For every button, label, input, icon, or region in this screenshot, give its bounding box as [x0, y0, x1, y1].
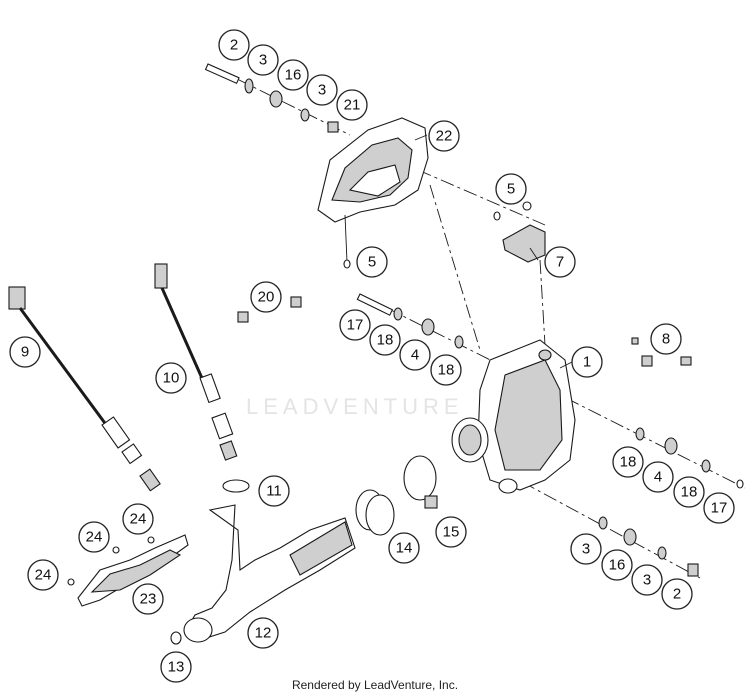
callout-label: 17: [711, 500, 728, 517]
oxygen-sensor-10: [154, 263, 238, 461]
callout-label: 13: [168, 659, 185, 676]
callout-part-7[interactable]: 7: [544, 246, 576, 278]
render-credit: Rendered by LeadVenture, Inc.: [291, 678, 459, 692]
clips-8: [631, 337, 692, 367]
callout-label: 2: [673, 586, 681, 603]
callout-part-4-right[interactable]: 4: [642, 461, 674, 493]
callout-label: 3: [643, 572, 651, 589]
callout-part-16-top[interactable]: 16: [277, 59, 309, 91]
callout-part-10[interactable]: 10: [155, 362, 187, 394]
callout-label: 7: [556, 254, 564, 271]
callout-label: 18: [681, 484, 698, 501]
callout-label: 10: [163, 370, 180, 387]
callout-label: 3: [582, 541, 590, 558]
callout-part-3-lower-a[interactable]: 3: [570, 533, 602, 565]
callout-label: 3: [318, 82, 326, 99]
top-bolt-stack: [204, 63, 339, 133]
clamp-15: [403, 455, 438, 509]
callout-label: 9: [21, 344, 29, 361]
callout-label: 11: [266, 483, 282, 500]
callout-label: 21: [344, 97, 361, 114]
callouts: 2 3 16 3 21 22 5 5 7 20 17 18 4 18 1 8 9…: [9, 29, 735, 683]
callout-part-3-top-b[interactable]: 3: [306, 74, 338, 106]
callout-label: 8: [662, 331, 670, 348]
callout-part-11[interactable]: 11: [258, 475, 290, 507]
callout-part-24-left[interactable]: 24: [27, 559, 59, 591]
callout-label: 17: [347, 317, 364, 334]
callout-label: 14: [396, 540, 413, 557]
callout-part-2-lower[interactable]: 2: [661, 578, 693, 610]
callout-label: 4: [411, 347, 419, 364]
callout-label: 16: [285, 67, 302, 84]
callout-part-20[interactable]: 20: [250, 281, 282, 313]
callout-part-5-bracket[interactable]: 5: [495, 173, 527, 205]
callout-label: 23: [140, 591, 157, 608]
callout-label: 18: [377, 332, 394, 349]
sleeve-14: [355, 489, 395, 536]
callout-part-1[interactable]: 1: [571, 346, 603, 378]
middle-bolt-stack: [356, 293, 464, 349]
callout-part-9[interactable]: 9: [9, 336, 41, 368]
bracket-7: [493, 201, 546, 263]
callout-label: 18: [438, 362, 455, 379]
callout-part-3-top-a[interactable]: 3: [247, 44, 279, 76]
heat-guard-23: [67, 534, 189, 607]
callout-part-2-top[interactable]: 2: [218, 29, 250, 61]
callout-label: 24: [86, 529, 103, 546]
callout-part-16-lower[interactable]: 16: [601, 549, 633, 581]
right-bolt-stack: [635, 427, 744, 489]
callout-part-15[interactable]: 15: [435, 516, 467, 548]
header-pipe-12: [170, 479, 356, 645]
callout-label: 16: [609, 557, 626, 574]
callout-label: 24: [130, 511, 147, 528]
lower-bolt-stack: [598, 516, 699, 577]
callout-label: 3: [259, 52, 267, 69]
callout-part-12[interactable]: 12: [247, 617, 279, 649]
callout-label: 20: [258, 289, 275, 306]
callout-part-13[interactable]: 13: [160, 651, 192, 683]
callout-label: 4: [654, 469, 662, 486]
callout-part-18-right-a[interactable]: 18: [612, 446, 644, 478]
callout-part-4-middle[interactable]: 4: [399, 339, 431, 371]
heat-shield-22: [317, 117, 429, 269]
callout-part-14[interactable]: 14: [388, 532, 420, 564]
callout-part-23[interactable]: 23: [132, 583, 164, 615]
callout-part-17-right[interactable]: 17: [703, 492, 735, 524]
oxygen-sensor-9: [8, 286, 161, 492]
callout-part-5-shield[interactable]: 5: [356, 246, 388, 278]
callout-label: 5: [507, 181, 515, 198]
callout-part-17-middle[interactable]: 17: [339, 309, 371, 341]
callout-leaders: [414, 134, 573, 369]
callout-part-18-right-b[interactable]: 18: [673, 476, 705, 508]
callout-label: 2: [230, 37, 238, 54]
callout-part-22[interactable]: 22: [428, 120, 460, 152]
callout-label: 18: [620, 454, 637, 471]
callout-label: 12: [255, 625, 272, 642]
assembly-lines: [214, 67, 746, 579]
callout-label: 5: [368, 254, 376, 271]
silencer-1: [451, 339, 576, 494]
callout-part-24-top[interactable]: 24: [122, 503, 154, 535]
clips-20: [237, 296, 302, 323]
watermark-logo: LEADVENTURE: [246, 394, 464, 419]
callout-part-8[interactable]: 8: [650, 323, 682, 355]
callout-part-24-middle[interactable]: 24: [78, 521, 110, 553]
callout-part-21[interactable]: 21: [336, 89, 368, 121]
callout-part-18-middle-b[interactable]: 18: [430, 354, 462, 386]
callout-label: 15: [443, 524, 460, 541]
callout-label: 22: [436, 128, 453, 145]
callout-part-3-lower-b[interactable]: 3: [631, 564, 663, 596]
callout-part-18-middle-a[interactable]: 18: [369, 324, 401, 356]
callout-label: 1: [583, 354, 591, 371]
callout-label: 24: [35, 567, 52, 584]
